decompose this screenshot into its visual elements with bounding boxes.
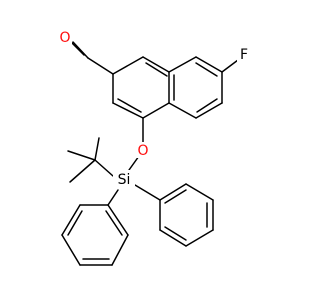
fluorine-bond bbox=[221, 59, 239, 73]
ether-oxygen-label: O bbox=[137, 143, 148, 159]
tert-butyl-group bbox=[67, 137, 114, 183]
silicon-label: Si bbox=[118, 172, 131, 188]
carbonyl-oxygen-label: O bbox=[59, 30, 70, 46]
label-backdrop bbox=[58, 29, 72, 45]
naphthalene-ring-b bbox=[168, 56, 223, 119]
label-backdrop bbox=[136, 142, 150, 158]
naphthalene-ring-a bbox=[112, 56, 170, 119]
fluorine-label: F bbox=[240, 47, 248, 63]
aldehyde-group bbox=[68, 39, 114, 75]
phenyl-ring-right bbox=[134, 183, 214, 247]
phenyl-ring-left bbox=[61, 189, 129, 266]
label-backdrop bbox=[113, 170, 135, 188]
label-backdrop bbox=[237, 46, 251, 62]
molecule-structure-diagram: O F O Si bbox=[58, 29, 251, 266]
oxygen-silicon-bond bbox=[128, 155, 140, 171]
